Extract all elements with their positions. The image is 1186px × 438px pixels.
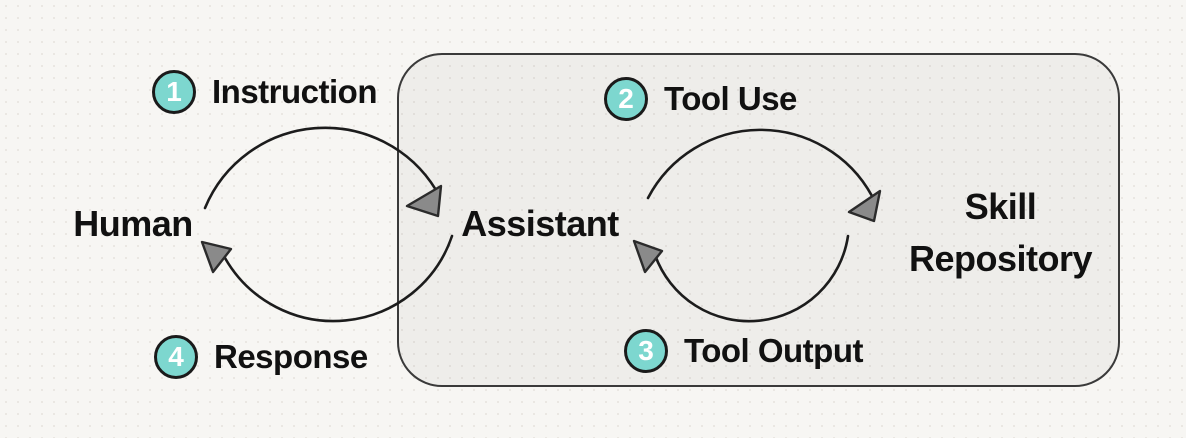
step-1-badge: 1 xyxy=(152,70,196,114)
step-response: 4 Response xyxy=(154,335,368,379)
step-2-badge: 2 xyxy=(604,77,648,121)
step-3-label: Tool Output xyxy=(684,332,863,369)
node-human: Human xyxy=(73,203,193,244)
step-3-number: 3 xyxy=(638,335,654,366)
step-2-number: 2 xyxy=(618,83,634,114)
skill-repository-boundary-box xyxy=(397,53,1120,387)
step-tool-use: 2 Tool Use xyxy=(604,77,797,121)
node-skill-repository: Skill Repository xyxy=(908,186,1093,279)
step-4-number: 4 xyxy=(168,341,184,372)
step-3-badge: 3 xyxy=(624,329,668,373)
step-1-number: 1 xyxy=(166,76,182,107)
step-1-label: Instruction xyxy=(212,73,378,110)
step-tool-output: 3 Tool Output xyxy=(624,329,863,373)
step-4-label: Response xyxy=(214,338,368,375)
step-2-label: Tool Use xyxy=(664,80,797,117)
node-assistant: Assistant xyxy=(461,203,619,244)
step-instruction: 1 Instruction xyxy=(152,70,378,114)
step-4-badge: 4 xyxy=(154,335,198,379)
